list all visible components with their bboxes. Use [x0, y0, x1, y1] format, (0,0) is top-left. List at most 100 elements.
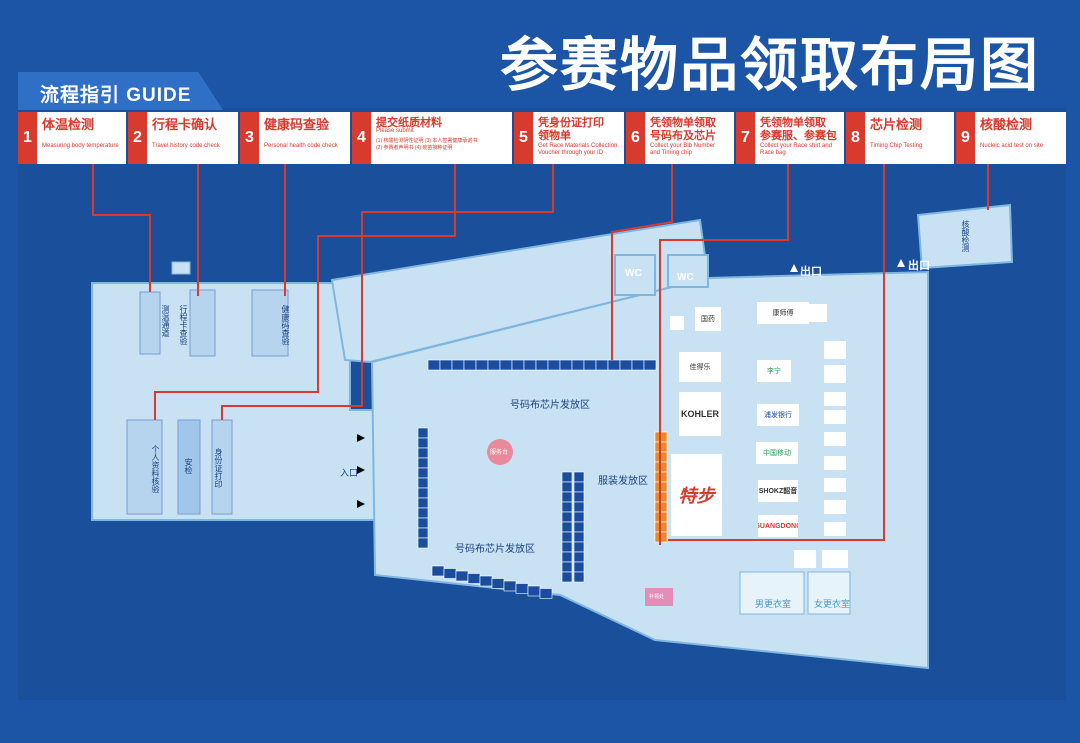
booth-block [573, 551, 585, 563]
sponsor-booth-spd-bank: 浦发银行 [757, 404, 799, 426]
temp-lane [139, 291, 161, 355]
booth-block [487, 359, 501, 371]
service-desk-label: 服务台 [490, 450, 509, 456]
booth-block [417, 457, 429, 469]
personal-lane [126, 419, 163, 515]
booth-block [443, 568, 457, 579]
temp-check-label: 测温通道 [161, 305, 170, 337]
step-7: 7 凭领物单领取 参赛服、参赛包 Collect your Race shirt… [736, 112, 844, 164]
step-name: 提交纸质材料 [376, 117, 442, 129]
booth-block [573, 571, 585, 583]
booth-block [475, 359, 489, 371]
booth-block [561, 471, 573, 483]
step-en: Timing Chip Testing [870, 143, 923, 149]
step-number: 9 [956, 112, 975, 164]
booth-block [523, 359, 537, 371]
bib-booths-bottom [431, 565, 553, 599]
health-lane [251, 289, 289, 357]
booth-block [417, 527, 429, 539]
bib-booths-top [427, 359, 657, 371]
bib-booths-mid [561, 471, 585, 583]
step-en: Collect your Race shirt and Race bag [760, 143, 833, 156]
step-en: Personal health code check [264, 143, 338, 149]
bib-booths-left [417, 427, 429, 549]
step-en: Please submit [376, 128, 414, 134]
booth-block [467, 573, 481, 584]
route-step-6 [611, 164, 673, 360]
small-sponsor-box [794, 550, 816, 568]
sponsor-booth-guangdong: GUANGDONG [758, 515, 798, 537]
personal-doc-label: 个人资料核验 [151, 445, 160, 493]
booth-block [539, 588, 553, 599]
wc-label: WC [677, 272, 694, 283]
booth-block [417, 537, 429, 549]
booth-block [417, 487, 429, 499]
booth-block [561, 541, 573, 553]
step-en: Travel history code check [152, 143, 220, 149]
small-sponsor-box [824, 392, 846, 406]
small-sponsor-box [824, 365, 846, 383]
exit-label: 出口 [800, 266, 822, 278]
step-1: 1 体温检测 Measuring body temperature [18, 112, 126, 164]
id-print-label: 身份证打印 [214, 448, 223, 488]
guide-tab: 流程指引 GUIDE [18, 72, 223, 110]
step-en: Measuring body temperature [42, 143, 119, 149]
nucleic-booth [916, 203, 1014, 270]
booth-block [417, 497, 429, 509]
booth-block [561, 571, 573, 583]
booth-block [427, 359, 441, 371]
booth-block [535, 359, 549, 371]
booth-block [559, 359, 573, 371]
step-name: 体温检测 [42, 117, 95, 132]
step-name: 芯片检测 [870, 117, 923, 132]
women-changing-room [807, 571, 851, 615]
route-step-8 [668, 164, 885, 541]
sponsor-booth-sinopharm: 国药 [695, 307, 721, 331]
booth-block [573, 471, 585, 483]
route-step-5 [221, 164, 554, 420]
step-9: 9 核酸检测 Nucleic acid test on site [956, 112, 1066, 164]
page-title: 参赛物品领取布局图 [499, 33, 1040, 98]
entrance-label: 入口 [340, 468, 359, 478]
step-2: 2 行程卡确认 Travel history code check [128, 112, 238, 164]
travel-lane [189, 289, 216, 357]
service-desk-marker [487, 439, 513, 465]
nucleic-label: 核酸检测 [961, 220, 970, 252]
booth-block [455, 570, 469, 582]
sponsor-booth-china-mobile: 中国移动 [756, 442, 798, 464]
small-pink-label: 补领处 [649, 594, 665, 600]
entrance-arrow [357, 466, 365, 474]
step-number: 1 [18, 112, 37, 164]
wc-room-1 [614, 254, 656, 296]
small-sponsor-box [824, 410, 846, 424]
small-pink-booth [645, 588, 673, 606]
step-number: 6 [626, 112, 645, 164]
booth-block [573, 491, 585, 503]
booth-block [561, 561, 573, 573]
kiosk [171, 261, 191, 275]
step-name: 核酸检测 [980, 117, 1033, 132]
step-5: 5 凭身份证打印 领物单 Get Race Materials Collecti… [514, 112, 624, 164]
booth-block [643, 359, 657, 371]
exit-label: 出口 [908, 260, 930, 272]
step-name: 凭领物单领取 号码布及芯片 [650, 117, 716, 142]
sponsor-booth-master-kong: 康师傅 [757, 302, 809, 324]
process-steps: 1 体温检测 Measuring body temperature 2 行程卡确… [18, 112, 1066, 164]
small-sponsor-box [822, 550, 848, 568]
small-sponsor-box [824, 500, 846, 514]
step-name: 凭身份证打印 领物单 [538, 117, 604, 142]
booth-block [573, 561, 585, 573]
small-sponsor-box [809, 304, 827, 322]
booth-block [561, 511, 573, 523]
wc-room-2 [667, 254, 709, 288]
booth-block [631, 359, 645, 371]
booth-block [573, 521, 585, 533]
booth-block [491, 578, 505, 589]
booth-block [595, 359, 609, 371]
booth-block [573, 511, 585, 523]
booth-block [527, 585, 541, 597]
booth-block [417, 427, 429, 439]
booth-block [561, 501, 573, 513]
step-4: 4 提交纸质材料 Please submit (1) 核酸检测阴性证明 (3) … [352, 112, 512, 164]
